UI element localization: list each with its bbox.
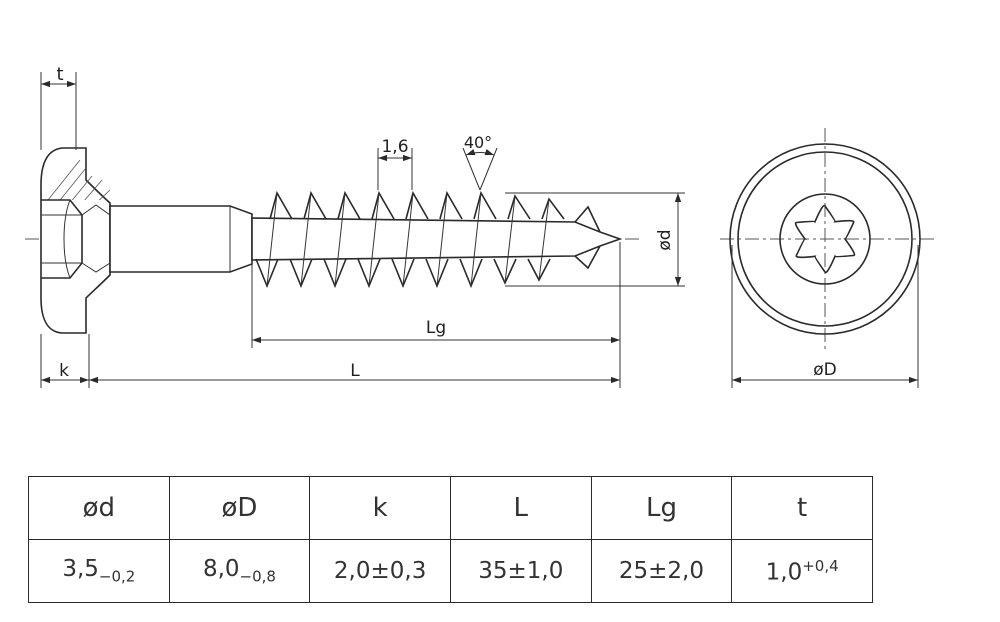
table-header-cell: ød [28, 476, 170, 540]
table-header-cell: L [449, 476, 592, 540]
dim-d-label: ød [655, 229, 675, 250]
thread-flank [402, 192, 414, 287]
dimension-table: ød øD k L Lg t 3,5−0,2 8,0−0,8 2,0±0,3 3… [28, 476, 873, 603]
dim-lg-label: Lg [426, 318, 446, 338]
thread-crest-top [507, 194, 531, 220]
screw-threads [255, 190, 565, 289]
dim-k-label: k [59, 361, 69, 381]
thread-flank [368, 192, 380, 287]
value-k: 2,0±0,3 [309, 539, 451, 603]
thread-crest-top [337, 190, 361, 220]
value-d: 3,5−0,2 [28, 539, 170, 603]
screw-side-view [25, 147, 640, 334]
table-header-cell: øD [168, 476, 311, 540]
screw-end-view: øD [720, 128, 935, 388]
thread-flank [504, 195, 516, 284]
thread-flank [436, 192, 448, 287]
table-header-cell: Lg [590, 476, 733, 540]
value-t: 1,0+0,4 [731, 539, 873, 603]
table-header-cell: t [731, 476, 873, 540]
torx-drive-icon [794, 204, 856, 274]
thread-crest-top [303, 190, 327, 220]
thread-crest-top [269, 190, 293, 220]
thread-crest-top [405, 190, 429, 220]
head-outer-circle [729, 143, 921, 335]
value-Lg: 25±2,0 [590, 539, 733, 603]
head-hatching [47, 159, 113, 200]
thread-core [251, 217, 623, 261]
thread-crest-top [371, 190, 395, 220]
table-header-cell: k [309, 476, 451, 540]
screw-head [40, 147, 111, 334]
dim-angle-label: 40° [464, 133, 492, 152]
recess-circle [779, 193, 871, 285]
table-value-row: 3,5−0,2 8,0−0,8 2,0±0,3 35±1,0 25±2,0 1,… [28, 539, 873, 603]
drive-recess [41, 199, 83, 279]
thread-crest-top [541, 197, 565, 220]
thread-flank [334, 192, 346, 287]
screw-shank [109, 205, 253, 273]
value-L: 35±1,0 [449, 539, 592, 603]
table-header-row: ød øD k L Lg t [28, 476, 873, 540]
dim-l-label: L [350, 361, 360, 381]
thread-crest-top [439, 190, 463, 220]
value-D: 8,0−0,8 [168, 539, 311, 603]
thread-flank [266, 192, 278, 287]
thread-crest-top [473, 190, 497, 220]
dim-pitch-label: 1,6 [381, 137, 408, 157]
thread-flank [300, 192, 312, 287]
dim-D-label: øD [813, 360, 837, 380]
dim-t-label: t [56, 64, 63, 85]
head-inner-circle [737, 151, 913, 327]
screw-drawing: t 1,6 40° ød Lg k L [25, 64, 935, 388]
thread-flank [470, 192, 482, 287]
thread-flank [538, 198, 550, 281]
dimensions: t 1,6 40° ød Lg k L [40, 64, 685, 388]
